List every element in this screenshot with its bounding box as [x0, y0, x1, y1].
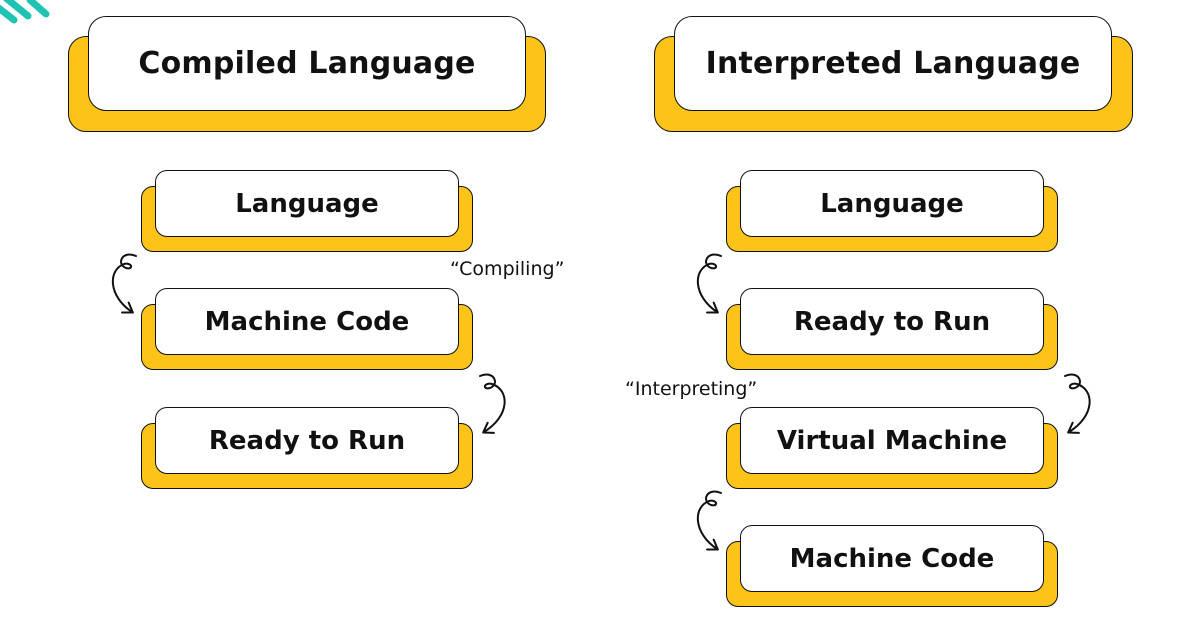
interpreted-step-machine-code: Machine Code	[726, 525, 1058, 607]
interpreting-note: “Interpreting”	[625, 378, 758, 400]
curl-arrow-compiled-1	[111, 253, 137, 314]
interpreted-language-title: Interpreted Language	[674, 16, 1112, 111]
link-icon	[0, 0, 50, 24]
compiled-step-ready-to-run: Ready to Run	[141, 407, 473, 489]
interpreted-step-ready-to-run: Ready to Run	[726, 288, 1058, 370]
compiled-language-title: Compiled Language	[88, 16, 526, 111]
curl-arrow-interpreted-2	[1064, 373, 1091, 434]
compiled-step-language: Language	[141, 170, 473, 252]
compiled-language-header: Compiled Language	[68, 16, 546, 132]
curl-arrow-compiled-2	[479, 373, 506, 434]
compiled-step-machine-code: Machine Code	[141, 288, 473, 370]
interpreted-step-virtual-machine: Virtual Machine	[726, 407, 1058, 489]
interpreted-language-header: Interpreted Language	[654, 16, 1133, 132]
curl-arrow-interpreted-3	[696, 490, 722, 551]
interpreted-step-language: Language	[726, 170, 1058, 252]
compiling-note: “Compiling”	[450, 258, 565, 280]
curl-arrow-interpreted-1	[696, 253, 722, 314]
